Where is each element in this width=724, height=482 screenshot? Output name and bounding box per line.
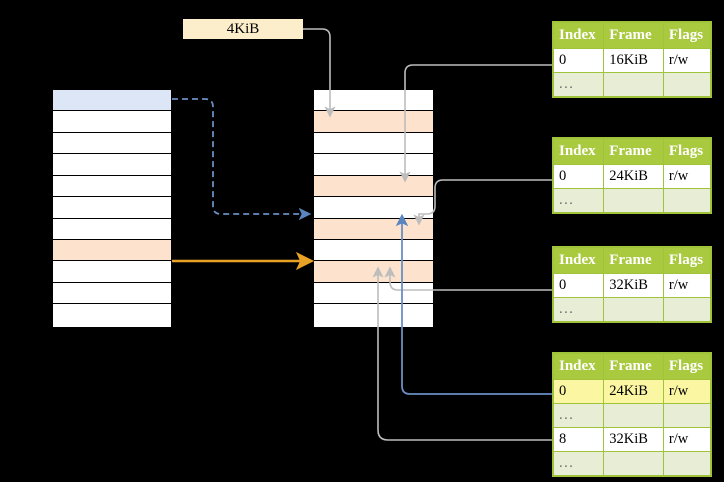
phys-cell-row-10 <box>314 282 433 305</box>
page-table-1-r2-frame-cell <box>603 72 664 97</box>
page-table-4-r4-flags-cell <box>662 451 712 476</box>
page-table-2-row-2[interactable]: ... <box>552 188 712 213</box>
page-table-4-header-frame: Frame <box>603 353 664 380</box>
page-table-1-header-frame: Frame <box>603 22 664 49</box>
phys-cell-row-8 <box>314 239 433 262</box>
page-table-4-r1-index-cell: 0 <box>552 379 605 404</box>
phys-cell-row-11 <box>314 304 433 326</box>
page-table-3-row-2[interactable]: ... <box>552 297 712 322</box>
page-table-2-r1-index-cell: 0 <box>552 164 605 189</box>
vaddr-cell-row-2 <box>53 111 171 133</box>
page-table-4-r1-frame-cell: 24KiB <box>603 379 664 404</box>
page-table-3-r1-flags-cell: r/w <box>662 273 712 298</box>
page-table-3-header-index: Index <box>552 247 605 274</box>
page-table-4-r3-frame-cell: 32KiB <box>603 427 664 452</box>
vaddr-cell-row-4 <box>53 154 171 176</box>
vaddr-cell-row-7 <box>53 218 171 240</box>
page-table-4-r4-frame-cell <box>603 451 664 476</box>
page-table-2-r1-frame-cell: 24KiB <box>603 164 664 189</box>
page-table-1-r1-index-cell: 0 <box>552 48 605 73</box>
page-table-1-r2-flags-cell <box>662 72 712 97</box>
page-table-3-header-frame: Frame <box>603 247 664 274</box>
page-table-2-r2-flags-cell <box>662 188 712 213</box>
page-table-3-r2-flags-cell <box>662 297 712 322</box>
physical-memory-column <box>313 89 434 328</box>
phys-cell-row-9 <box>314 261 433 283</box>
vaddr-cell-row-1 <box>53 90 171 112</box>
page-table-3-r2-frame-cell <box>603 297 664 322</box>
page-table-2-header-frame: Frame <box>603 138 664 165</box>
page-table-3-header-flags: Flags <box>662 247 712 274</box>
page-table-2-r2-index-cell: ... <box>552 188 605 213</box>
phys-cell-row-5 <box>314 175 433 198</box>
vaddr-cell-row-6 <box>53 197 171 219</box>
page-table-4-row-2[interactable]: ... <box>552 403 712 428</box>
page-table-1-header-flags: Flags <box>662 22 712 49</box>
page-table-4-r2-index-cell: ... <box>552 403 605 428</box>
virtual-address-space-column <box>52 89 172 328</box>
page-table-4-row-4[interactable]: ... <box>552 451 712 476</box>
page-table-4-r4-index-cell: ... <box>552 451 605 476</box>
page-table-2-r1-flags-cell: r/w <box>662 164 712 189</box>
phys-cell-row-6 <box>314 197 433 219</box>
wire-pt2-to-frame <box>413 179 552 226</box>
page-table-3-r1-index-cell: 0 <box>552 273 605 298</box>
vaddr-cell-row-8 <box>53 239 171 262</box>
phys-cell-row-4 <box>314 154 433 176</box>
page-table-2-header-flags: Flags <box>662 138 712 165</box>
vaddr-cell-row-10 <box>53 282 171 305</box>
page-table-1-row-2[interactable]: ... <box>552 72 712 97</box>
page-table-1-r1-frame-cell: 16KiB <box>603 48 664 73</box>
phys-cell-row-3 <box>314 132 433 155</box>
page-table-4-r2-frame-cell <box>603 403 664 428</box>
page-table-4-header-index: Index <box>552 353 605 380</box>
vaddr-cell-row-9 <box>53 261 171 283</box>
phys-cell-row-2 <box>314 111 433 133</box>
page-table-4-r3-flags-cell: r/w <box>662 427 712 452</box>
phys-cell-row-7 <box>314 218 433 240</box>
page-table-1-r2-index-cell: ... <box>552 72 605 97</box>
vaddr-cell-row-11 <box>53 304 171 326</box>
page-table-4-r2-flags-cell <box>662 403 712 428</box>
page-table-3-r1-frame-cell: 32KiB <box>603 273 664 298</box>
page-table-2-header-index: Index <box>552 138 605 165</box>
page-table-2-r2-frame-cell <box>603 188 664 213</box>
size-label-4kib: 4KiB <box>183 19 303 39</box>
page-table-4-header-flags: Flags <box>662 353 712 380</box>
phys-cell-row-1 <box>314 90 433 112</box>
page-table-4-r1-flags-cell: r/w <box>662 379 712 404</box>
wire-vaddr-page-to-frame <box>172 98 312 221</box>
page-table-1-header-index: Index <box>552 22 605 49</box>
page-table-3-r2-index-cell: ... <box>552 297 605 322</box>
vaddr-cell-row-3 <box>53 132 171 155</box>
vaddr-cell-row-5 <box>53 175 171 198</box>
page-table-4-r3-index-cell: 8 <box>552 427 605 452</box>
page-table-1-r1-flags-cell: r/w <box>662 48 712 73</box>
